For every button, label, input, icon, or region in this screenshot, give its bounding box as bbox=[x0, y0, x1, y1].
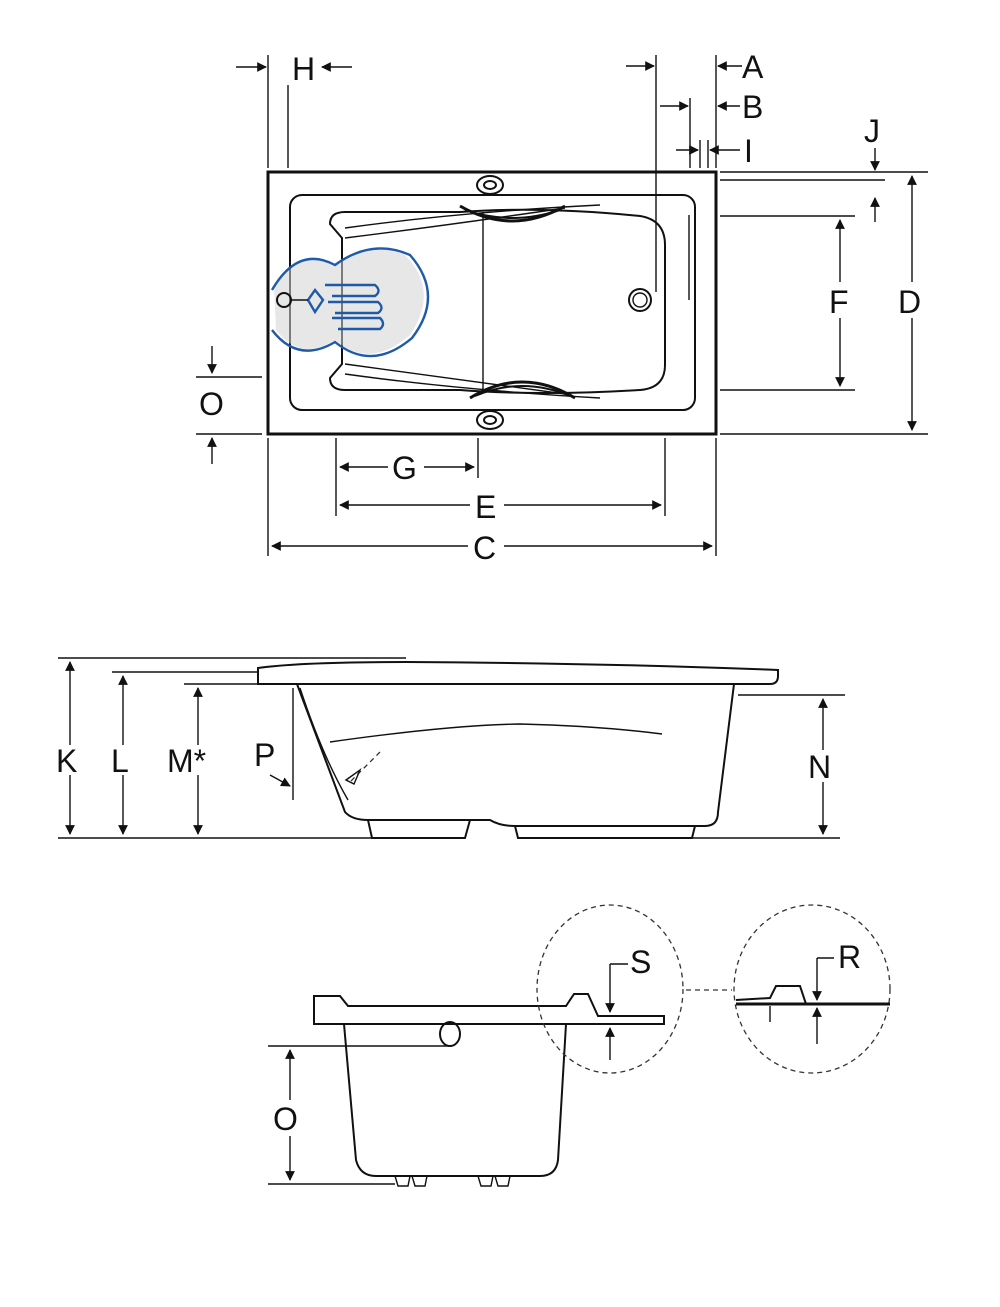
drain-circle-icon bbox=[628, 288, 652, 312]
whirlpool-jet-icon bbox=[270, 247, 430, 358]
dimension-label-r: R bbox=[838, 939, 861, 975]
grab-handle-icon bbox=[469, 380, 576, 400]
dimension-label-g: G bbox=[392, 450, 417, 486]
dimension-label-n: N bbox=[808, 749, 831, 785]
deck-fitting-icon bbox=[476, 410, 504, 430]
dimension-label-e: E bbox=[475, 489, 496, 525]
dimension-label-h: H bbox=[292, 51, 315, 87]
end-view: O S R bbox=[268, 904, 891, 1187]
side-view: K L M* P N bbox=[56, 657, 845, 839]
dimension-label-i: I bbox=[744, 133, 753, 169]
end-body-outline bbox=[343, 1023, 567, 1177]
grab-handle-icon bbox=[459, 204, 566, 223]
dimension-label-b: B bbox=[742, 89, 763, 125]
detail-circle-r bbox=[733, 904, 891, 1074]
plan-view: H A B I J F D bbox=[196, 49, 930, 566]
dimension-label-j: J bbox=[864, 113, 880, 149]
dimension-label-m: M* bbox=[167, 743, 206, 779]
dimension-label-d: D bbox=[898, 284, 921, 320]
tub-basin-outline bbox=[328, 208, 666, 394]
dimension-label-f: F bbox=[829, 284, 849, 320]
dimension-label-s: S bbox=[630, 944, 651, 980]
dimension-label-l: L bbox=[111, 743, 129, 779]
side-deck-outline bbox=[257, 660, 779, 685]
dimension-label-p: P bbox=[254, 737, 275, 773]
dimension-label-k: K bbox=[56, 743, 77, 779]
detail-circle-s bbox=[536, 904, 684, 1074]
dimension-label-c: C bbox=[473, 530, 496, 566]
side-body-outline bbox=[296, 683, 735, 827]
end-deck-outline bbox=[313, 993, 665, 1025]
dimension-label-o-top: O bbox=[199, 386, 224, 422]
tub-deck-outline bbox=[266, 170, 718, 436]
deck-fitting-icon bbox=[476, 175, 504, 195]
dimension-label-a: A bbox=[742, 49, 764, 85]
dimension-label-o-bottom: O bbox=[273, 1101, 298, 1137]
